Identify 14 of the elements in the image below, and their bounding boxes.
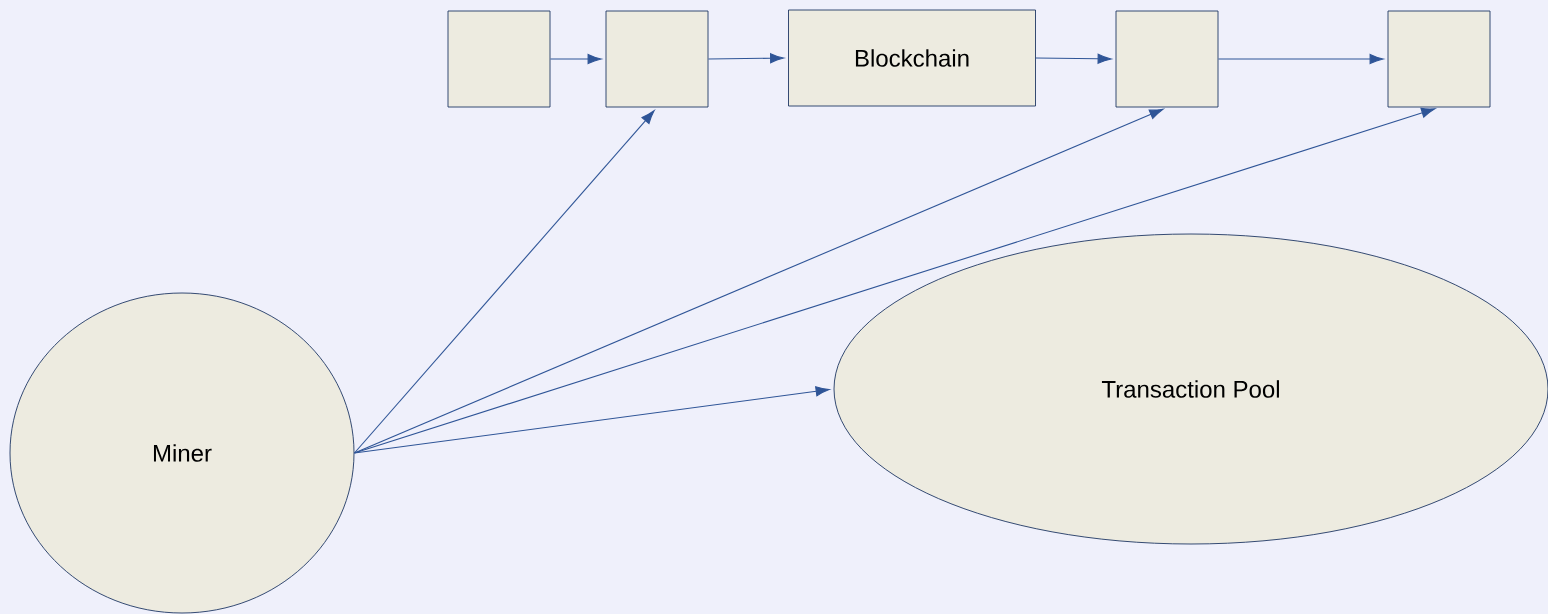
block-box	[447, 10, 551, 108]
ellipse-node: Transaction Pool	[833, 233, 1548, 545]
arrow	[353, 110, 655, 454]
arrow	[353, 108, 1164, 454]
block-box	[1115, 10, 1219, 108]
arrow	[549, 53, 602, 65]
block-box	[605, 10, 709, 108]
block-box	[1387, 10, 1491, 108]
block-box: Blockchain	[788, 9, 1036, 107]
arrow	[707, 53, 785, 64]
arrow	[353, 386, 830, 454]
arrow	[1035, 53, 1112, 64]
ellipse-node: Miner	[9, 292, 355, 614]
arrow	[1217, 53, 1384, 65]
